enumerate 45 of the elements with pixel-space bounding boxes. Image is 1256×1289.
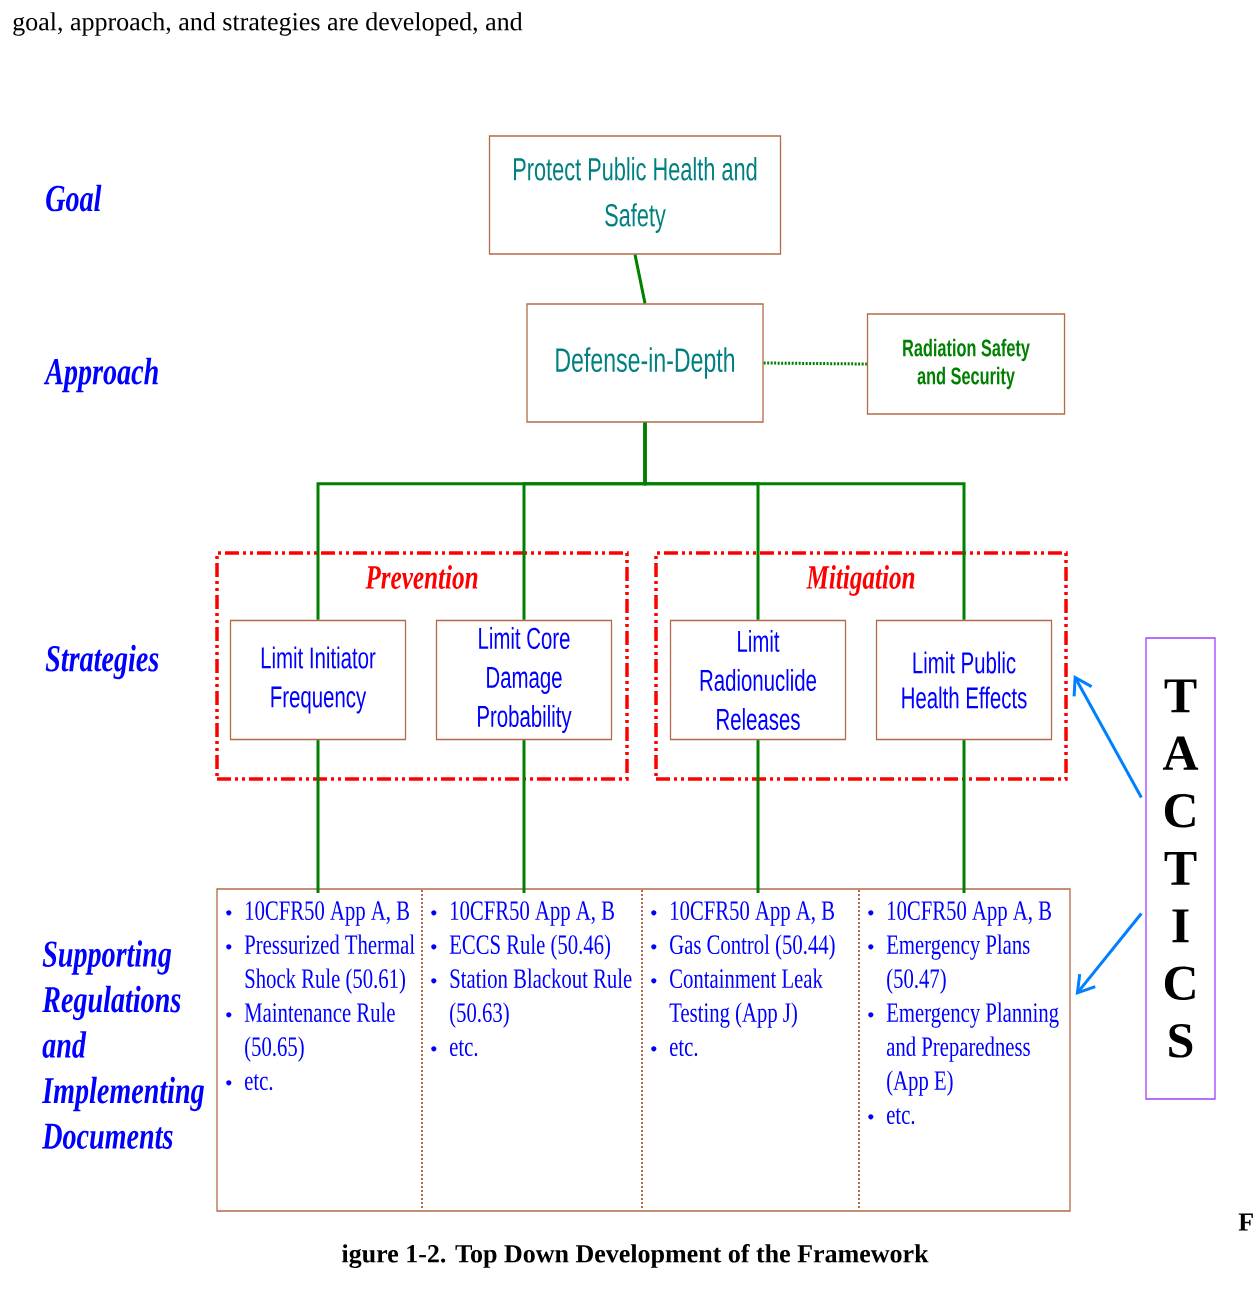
node-label: Maintenance Rule (50.65) bbox=[244, 1002, 395, 1062]
node-label: ECCS Rule (50.46) bbox=[449, 934, 611, 960]
row-label: Strategies bbox=[45, 644, 159, 680]
node-label: Emergency Plans (50.47) bbox=[886, 934, 1030, 994]
node-label: 10CFR50 App A, B bbox=[246, 901, 409, 926]
node-label: Emergency Planning and Preparedness (App E) bbox=[886, 1002, 1059, 1096]
regulation-table bbox=[216, 888, 1071, 1212]
row-label: Approach bbox=[43, 357, 158, 393]
process-box: Limit Public Health Effects bbox=[875, 619, 1053, 741]
process-box: Defense-in-Depth bbox=[526, 303, 764, 423]
node-label: Gas Control (50.44) bbox=[670, 934, 835, 960]
node-label: Station Blackout Rule (50.63) bbox=[450, 968, 632, 1028]
connector bbox=[962, 740, 966, 893]
node-label: 10CFR50 App A, B bbox=[451, 901, 614, 926]
bullet-list: 10CFR50 App A, B Emergency Plans (50.47) Emergency Planning and Preparedness (App E) etc. bbox=[868, 901, 1059, 1125]
connector bbox=[316, 740, 320, 893]
connector bbox=[763, 361, 867, 366]
node-label: etc. bbox=[887, 1108, 915, 1125]
node-label: etc. bbox=[450, 1040, 478, 1057]
connector bbox=[522, 740, 526, 893]
node-label: 10CFR50 App A, B bbox=[888, 901, 1051, 926]
connector bbox=[1075, 912, 1143, 995]
process-box: Radiation Safety and Security bbox=[866, 313, 1066, 415]
connector bbox=[633, 254, 647, 304]
node-label: Containment Leak Testing (App J) bbox=[669, 968, 823, 1028]
node-label: etc. bbox=[670, 1040, 698, 1057]
node-label: Pressurized Thermal Shock Rule (50.61) bbox=[244, 934, 415, 994]
node-label: etc. bbox=[245, 1074, 273, 1091]
tactics-box: TACTICS bbox=[1145, 637, 1216, 1100]
bullet-list: 10CFR50 App A, B ECCS Rule (50.46) Station Blackout Rule (50.63) etc. bbox=[431, 901, 632, 1057]
node-label: 10CFR50 App A, B bbox=[671, 901, 834, 926]
process-box: Limit Radionuclide Releases bbox=[669, 619, 847, 741]
connector bbox=[756, 740, 760, 893]
caption-text: igure 1-2. Top Down Development of the Framework bbox=[342, 1244, 929, 1269]
process-box: Limit Initiator Frequency bbox=[229, 619, 407, 741]
bullet-list: 10CFR50 App A, B Pressurized Thermal Shock Rule (50.61) Maintenance Rule (50.65) etc. bbox=[226, 901, 415, 1091]
process-box: Limit Core Damage Probability bbox=[435, 619, 613, 741]
row-label: Goal bbox=[46, 184, 102, 212]
process-box: Protect Public Health and Safety bbox=[488, 135, 782, 255]
connector bbox=[1072, 675, 1143, 799]
body-text: goal, approach, and strategies are developed, and bbox=[13, 12, 523, 36]
row-label: Supporting Regulations and Implementing Documents bbox=[41, 940, 204, 1149]
caption-text: F bbox=[1238, 1213, 1253, 1231]
bullet-list: 10CFR50 App A, B Gas Control (50.44) Containment Leak Testing (App J) etc. bbox=[651, 901, 835, 1057]
connector bbox=[643, 422, 966, 620]
